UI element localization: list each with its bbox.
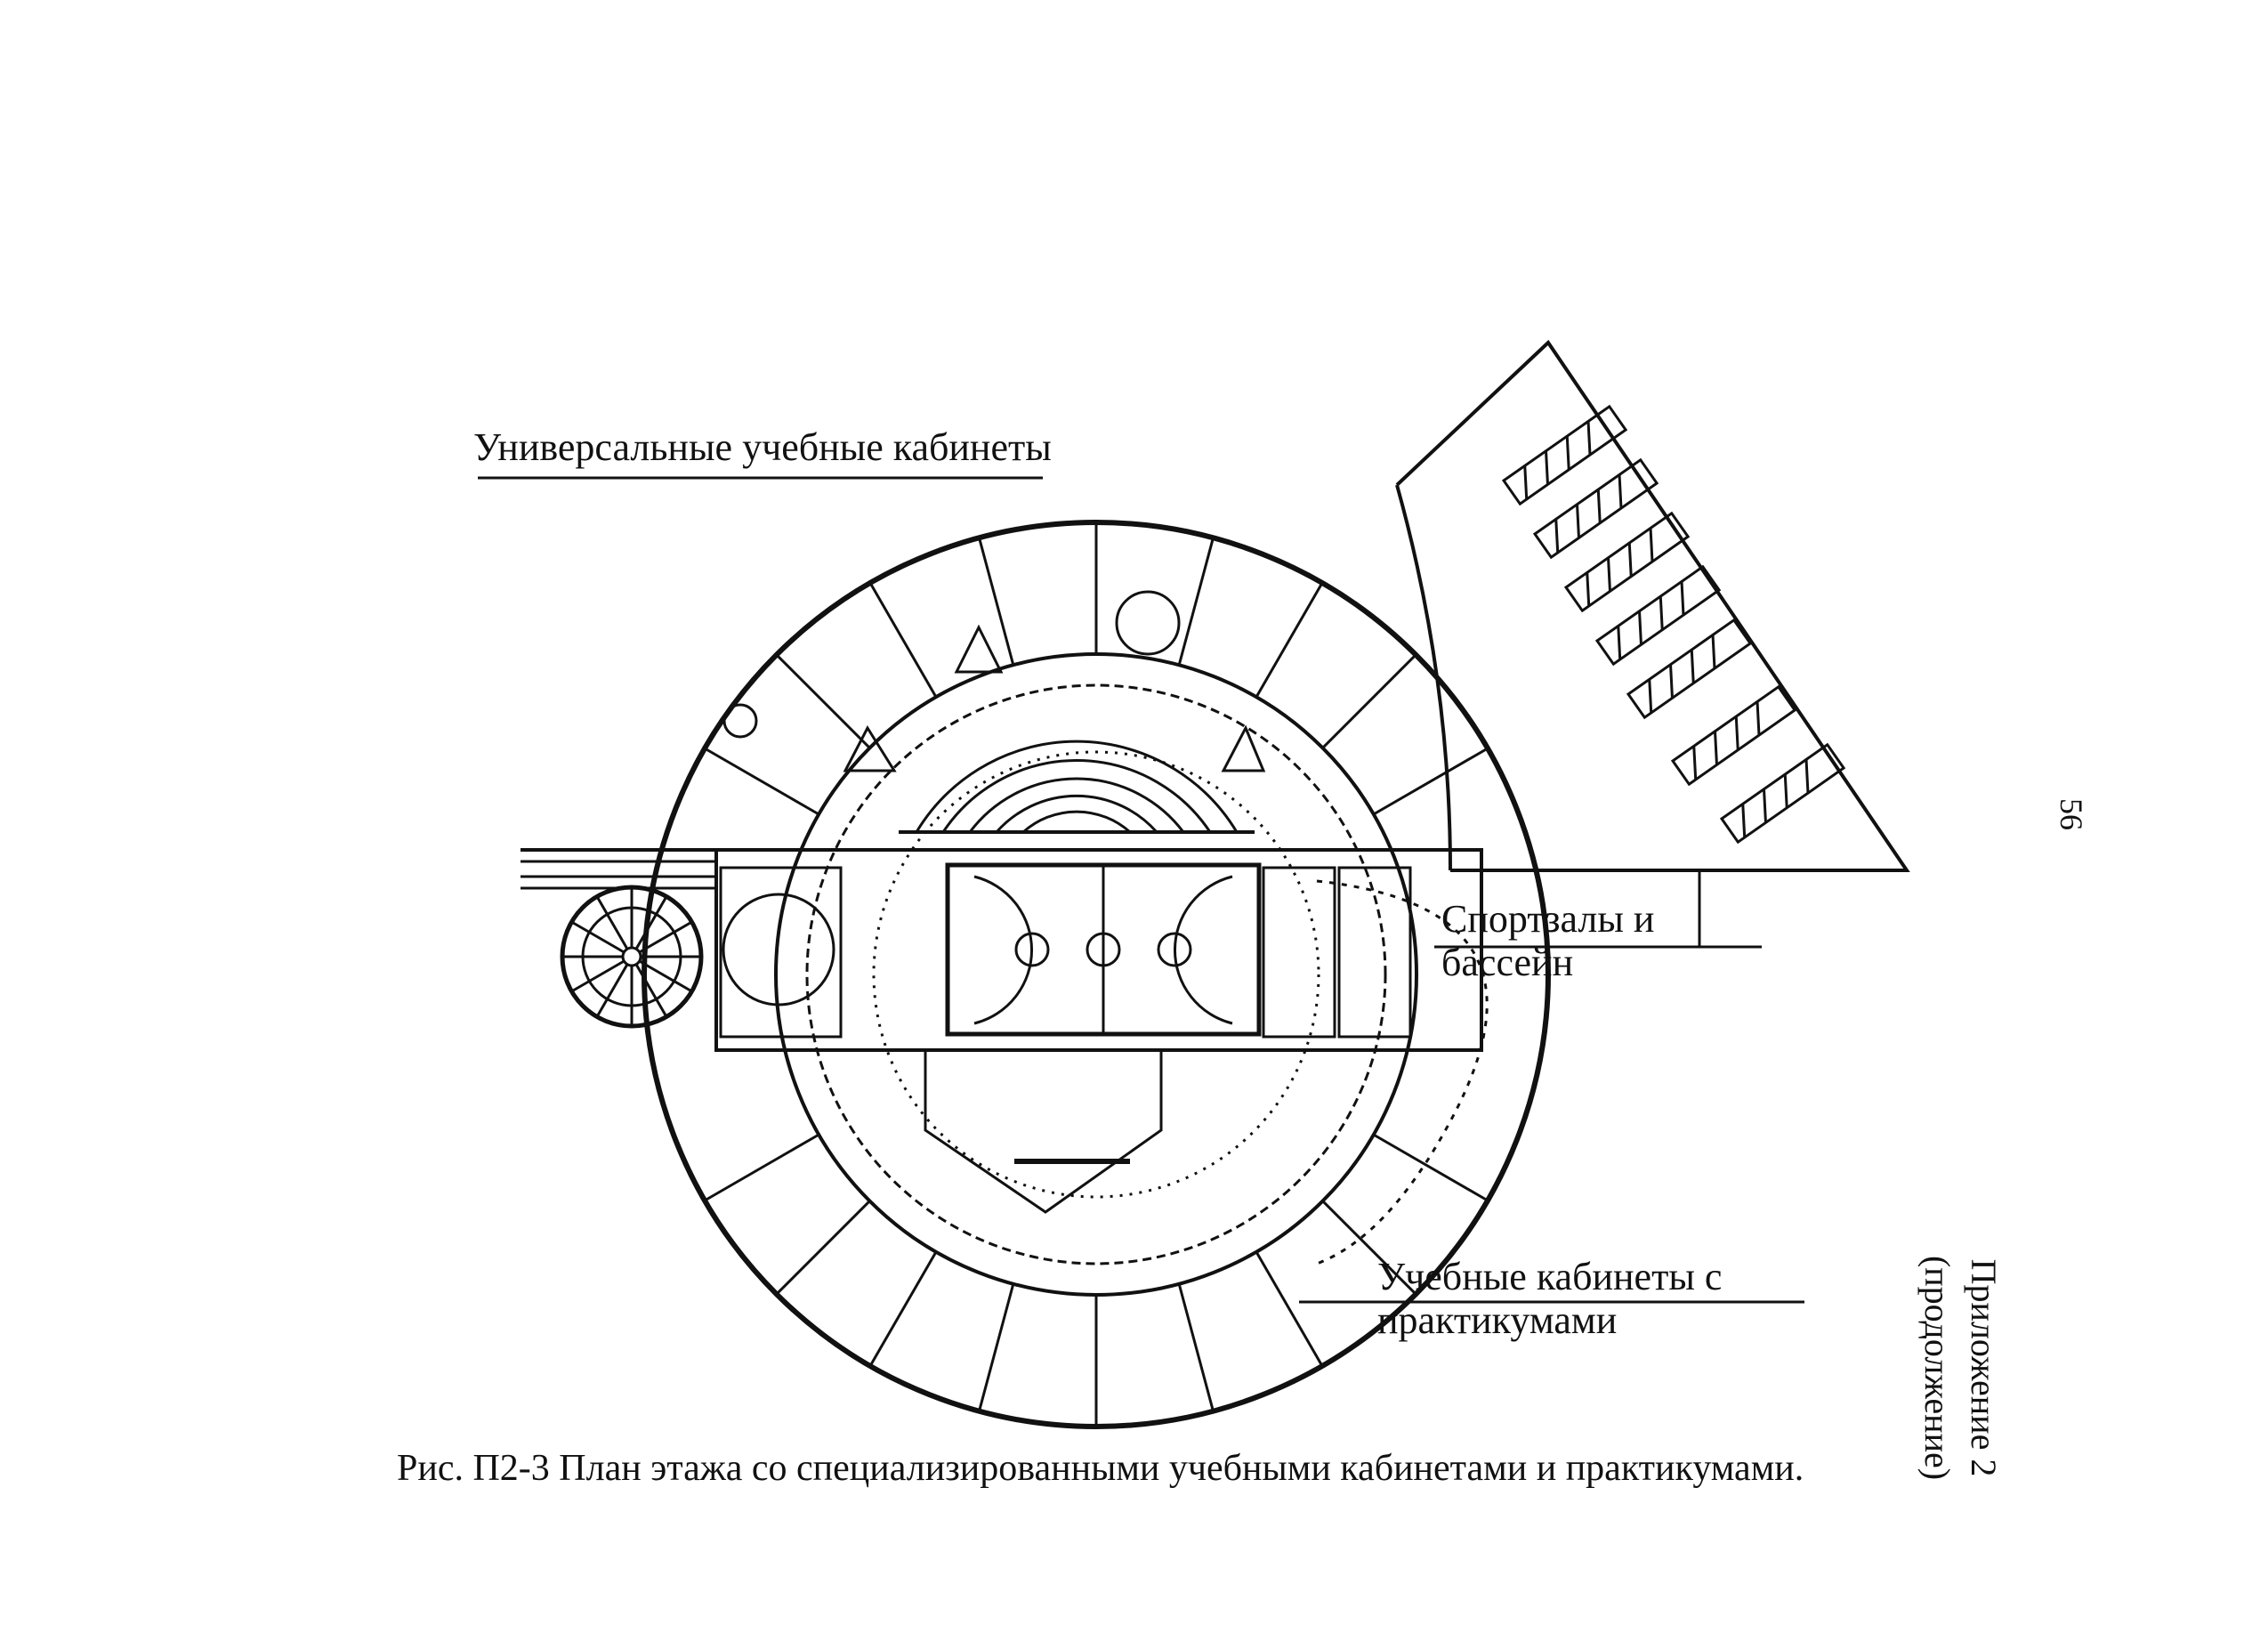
stair-step — [638, 920, 693, 954]
parking-stall — [1545, 450, 1549, 485]
parking-stall — [1659, 596, 1664, 630]
room-partition — [1321, 653, 1417, 749]
parking-row — [1594, 564, 1722, 667]
room-partition — [704, 747, 819, 816]
label-practicum-line1: Учебные кабинеты с — [1377, 1255, 1723, 1298]
parking-stall — [1649, 528, 1654, 562]
parking-row — [1532, 457, 1659, 560]
parking-row — [1563, 511, 1691, 613]
stair-step — [570, 959, 626, 993]
parking-row — [1501, 404, 1628, 506]
parking-stall — [1596, 489, 1602, 523]
figure-caption: Рис. П2-3 План этажа со специализированн… — [397, 1448, 1804, 1489]
room-partition — [868, 1251, 938, 1367]
parking-stall — [1711, 635, 1716, 669]
label-practicum-classrooms: Учебные кабинеты с практикумами — [1377, 1255, 1722, 1343]
stair-step — [595, 963, 629, 1018]
room-partition — [1321, 1200, 1417, 1296]
room-partition — [868, 582, 938, 698]
parking-row — [1626, 618, 1753, 720]
room-partition — [1177, 537, 1215, 666]
parking-stall — [1648, 679, 1653, 714]
parking-stall — [1638, 610, 1642, 645]
appendix-title: Приложение 2 — [1964, 1258, 2004, 1477]
room-partition — [1177, 1283, 1215, 1412]
room-partition — [1373, 747, 1489, 816]
room-partition — [775, 1200, 871, 1296]
parking-stall — [1627, 543, 1633, 577]
label-sports-line2: бассейн — [1441, 941, 1574, 985]
parking-stall — [1617, 626, 1622, 660]
stair-step — [634, 895, 668, 950]
parking-stall — [1755, 701, 1761, 736]
lower-hall — [924, 1050, 1163, 1214]
parking-stall — [1741, 804, 1747, 838]
parking-stall — [1734, 716, 1739, 750]
parking-stall — [1586, 572, 1591, 607]
parking-stall — [1692, 746, 1698, 780]
parking-stall — [1763, 788, 1767, 823]
page-number: 56 — [2054, 798, 2089, 830]
parking-stall — [1618, 474, 1623, 509]
inner-ring — [805, 683, 1387, 1265]
parking-stall — [1576, 504, 1580, 538]
parking-stall — [1586, 421, 1592, 456]
stair-step — [638, 959, 693, 993]
parking-stall — [1607, 557, 1611, 592]
parking-stall — [1714, 731, 1718, 765]
parking-stall — [1669, 664, 1674, 699]
stair-step — [634, 963, 668, 1018]
parking-stall — [1690, 650, 1695, 683]
parking-stall — [1783, 774, 1788, 808]
room-partition — [1255, 582, 1324, 698]
pool-circle — [722, 893, 835, 1007]
parking-stall — [1554, 519, 1560, 554]
corridor-ring — [774, 652, 1418, 1297]
room-partition — [978, 1283, 1015, 1412]
parking-stall — [1523, 465, 1529, 500]
room-partition — [1373, 1133, 1489, 1202]
appendix-note: Приложение 2 (продолжение) — [1902, 1248, 2018, 1488]
appendix-subtitle: (продолжение) — [1917, 1255, 1957, 1481]
parking-stall — [1680, 581, 1685, 616]
room-partition — [978, 537, 1015, 666]
parking-wing — [1395, 339, 1910, 872]
label-universal-classrooms: Универсальные учебные кабинеты — [473, 425, 1052, 469]
stair-step — [595, 895, 629, 950]
room-partition — [775, 653, 871, 749]
parking-row — [1719, 742, 1846, 845]
parking-row — [1670, 684, 1797, 787]
room-partition — [704, 1133, 819, 1202]
room-partition — [1255, 1251, 1324, 1367]
label-practicum-line2: практикумами — [1377, 1298, 1618, 1343]
stair-step — [570, 920, 626, 954]
label-sports-halls: Спортзалы и бассейн — [1441, 897, 1654, 985]
amphitheatre — [915, 740, 1239, 833]
label-sports-line1: Спортзалы и — [1441, 897, 1655, 941]
parking-stall — [1565, 436, 1570, 470]
parking-stall — [1804, 759, 1810, 794]
